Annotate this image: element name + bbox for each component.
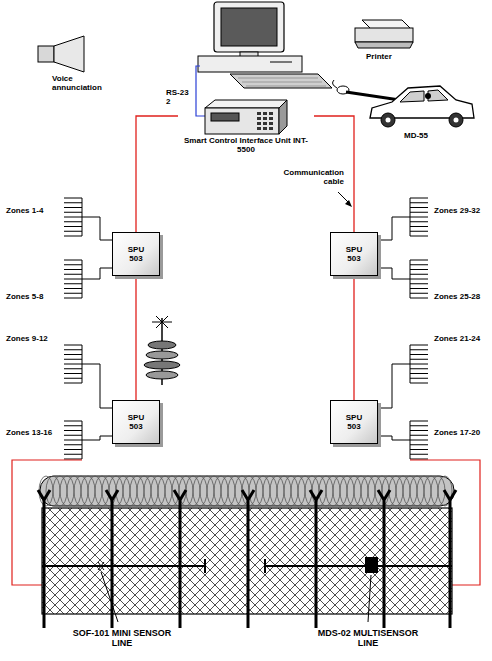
leader-line	[98, 562, 118, 622]
zone-label: Zones 9-12	[6, 334, 58, 343]
fence-post	[378, 490, 390, 628]
zone-label: Zones 29-32	[434, 206, 488, 215]
zone-comb	[64, 198, 82, 236]
interface-unit: Smart Control Interface Unit INT-5500	[178, 98, 314, 154]
zone-label: Zones 17-20	[434, 428, 488, 437]
fence-post	[444, 490, 456, 628]
cable-connector	[136, 276, 137, 400]
fence-post	[106, 490, 118, 628]
sensor-line-label: SOF-101 MINI SENSOR LINE	[62, 628, 182, 649]
unit-label: SPU 503	[343, 245, 365, 263]
port-label: RS-23 2	[166, 88, 192, 106]
vehicle-label: MD-55	[404, 131, 454, 140]
fence-post	[242, 490, 254, 628]
processor-box: SPU 503	[112, 400, 160, 444]
zone-comb	[410, 345, 428, 383]
processor-box: SPU 503	[330, 232, 378, 276]
printer-icon	[355, 20, 413, 48]
zone-comb	[410, 198, 428, 236]
zone-label: Zones 13-16	[6, 428, 58, 437]
unit-label: SPU 503	[125, 245, 147, 263]
zone-wiring	[64, 198, 428, 459]
unit-label: SPU 503	[125, 413, 147, 431]
fence	[38, 476, 456, 628]
sensor-line-label: MDS-02 MULTISENSOR LINE	[312, 628, 424, 649]
zone-label: Zones 1-4	[6, 206, 58, 215]
device-label: Smart Control Interface Unit INT-5500	[178, 136, 314, 154]
cable-connector	[354, 276, 355, 400]
sensor-line	[265, 559, 452, 573]
zone-comb	[64, 345, 82, 383]
zone-comb	[64, 421, 82, 459]
multisensor-box	[365, 557, 378, 573]
zone-comb	[64, 260, 82, 298]
processor-box: SPU 503	[112, 232, 160, 276]
zone-label: Zones 21-24	[434, 334, 488, 343]
speaker-label: Voice annunciation	[52, 74, 112, 92]
fence-post	[38, 490, 50, 628]
zone-label: Zones 25-28	[434, 292, 488, 301]
zone-comb	[410, 421, 428, 459]
interface-unit-icon	[203, 98, 289, 136]
fence-post	[310, 490, 322, 628]
weather-sensor-icon	[144, 316, 180, 385]
leader-line	[368, 575, 371, 622]
patrol-car-icon	[370, 86, 474, 127]
zone-comb	[410, 260, 428, 298]
sensor-line	[42, 559, 205, 573]
cable-label: Communication cable	[280, 168, 344, 186]
zone-label: Zones 5-8	[6, 292, 58, 301]
fence-post	[174, 490, 186, 628]
printer-label: Printer	[366, 52, 416, 61]
processor-box: SPU 503	[330, 400, 378, 444]
pointer-arrowhead	[345, 200, 352, 207]
unit-label: SPU 503	[343, 413, 365, 431]
speaker-icon	[38, 36, 84, 72]
computer-icon	[198, 2, 349, 94]
cable-connector	[136, 116, 178, 232]
